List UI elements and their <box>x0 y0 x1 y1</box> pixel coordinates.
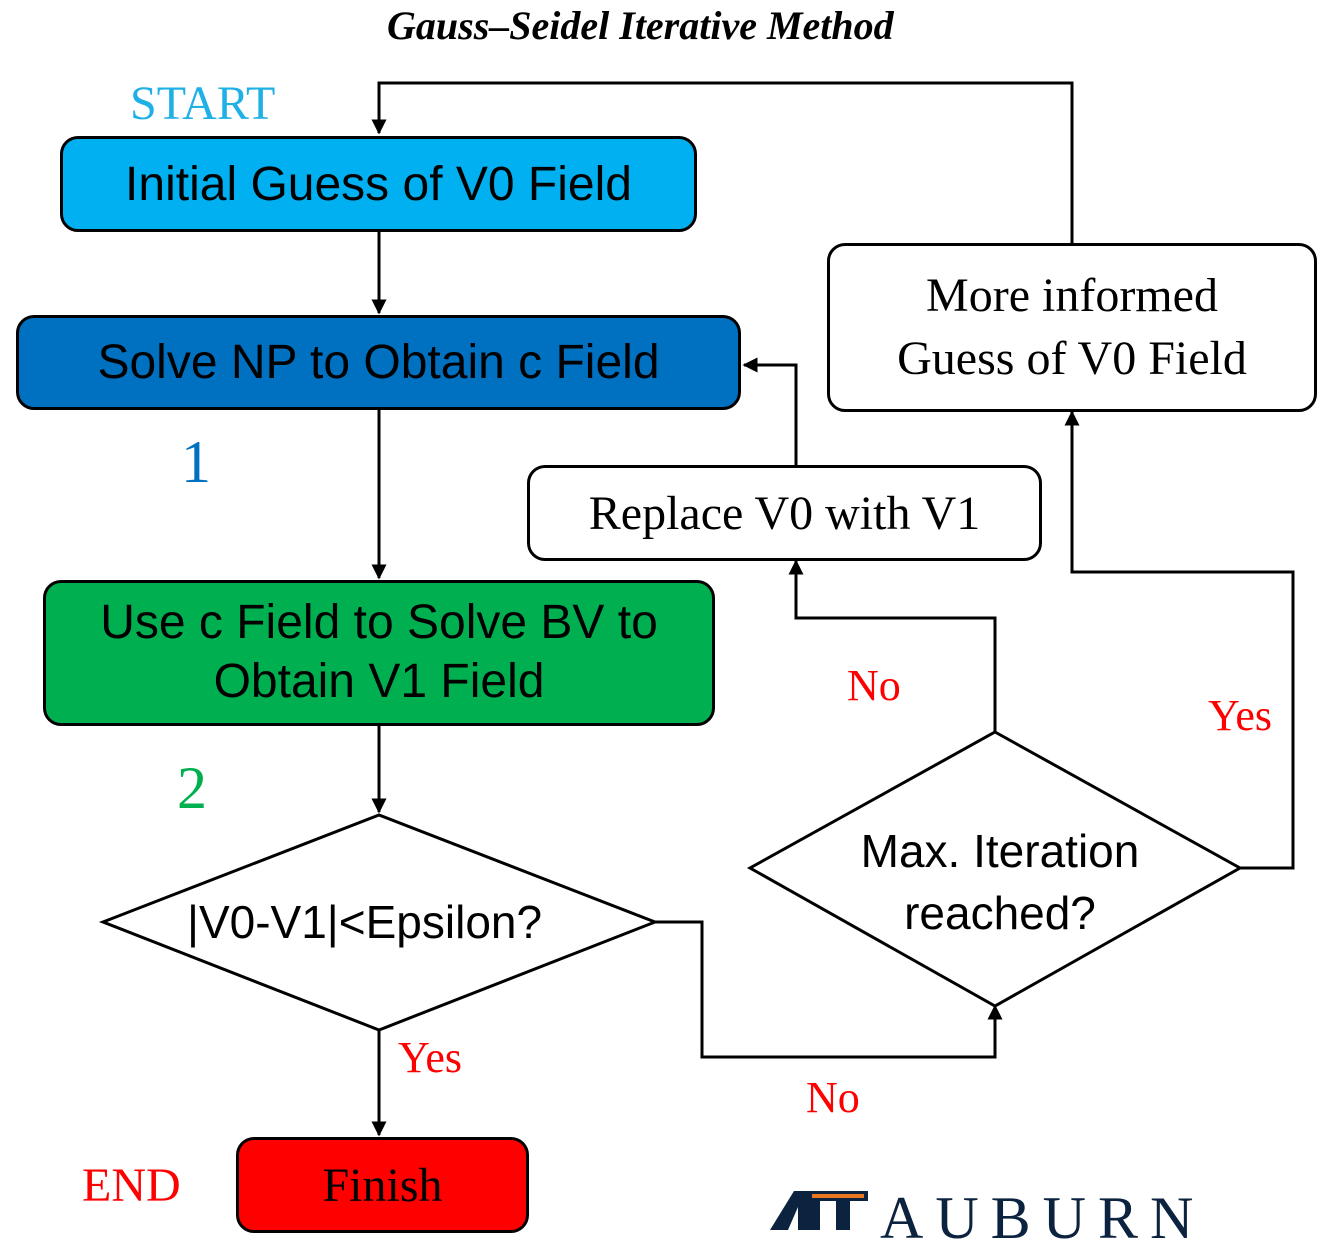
convergence-no-label: No <box>806 1073 860 1122</box>
maxiter-yes-label: Yes <box>1208 691 1273 740</box>
arrow-maxiter-to-more-informed <box>1064 410 1295 870</box>
start-label: START <box>130 77 276 130</box>
auburn-logo-text: AUBURN <box>880 1185 1206 1251</box>
solve-np-label: Solve NP to Obtain c Field <box>97 336 660 389</box>
arrow-replace-to-np <box>742 357 798 465</box>
finish-box: Finish <box>236 1137 529 1233</box>
maxiter-no-label: No <box>847 661 901 710</box>
max-iteration-decision-diamond <box>746 730 1244 1008</box>
solve-bv-label-line2: Obtain V1 Field <box>213 655 545 708</box>
solve-bv-box: Use c Field to Solve BV to Obtain V1 Fie… <box>43 580 715 726</box>
end-label: END <box>82 1159 181 1212</box>
replace-label: Replace V0 with V1 <box>588 486 981 540</box>
initial-guess-box: Initial Guess of V0 Field <box>60 136 697 232</box>
convergence-yes-label: Yes <box>398 1033 463 1082</box>
more-informed-label-line1: More informed <box>926 269 1218 323</box>
max-iteration-line1: Max. Iteration <box>860 825 1140 877</box>
arrow-maxiter-to-replace <box>788 559 997 732</box>
max-iteration-question: Max. Iteration reached? <box>795 820 1205 944</box>
arrow-convergence-to-maxiter <box>655 920 1003 1059</box>
step-number-1: 1 <box>181 429 211 495</box>
replace-box: Replace V0 with V1 <box>527 465 1042 561</box>
auburn-logo <box>770 1191 868 1230</box>
solve-np-box: Solve NP to Obtain c Field <box>16 315 741 410</box>
initial-guess-label: Initial Guess of V0 Field <box>125 157 632 211</box>
solve-bv-label-line1: Use c Field to Solve BV to <box>100 596 658 650</box>
convergence-decision-diamond <box>98 813 660 1032</box>
more-informed-label-line2: Guess of V0 Field <box>897 331 1247 385</box>
more-informed-box: More informed Guess of V0 Field <box>827 243 1317 412</box>
diagram-title: Gauss–Seidel Iterative Method <box>387 3 894 48</box>
max-iteration-line2: reached? <box>904 887 1096 940</box>
step-number-2: 2 <box>177 755 207 821</box>
finish-label: Finish <box>322 1158 443 1212</box>
loop-back-arrow <box>371 81 1074 243</box>
convergence-question: |V0-V1|<Epsilon? <box>187 896 543 948</box>
